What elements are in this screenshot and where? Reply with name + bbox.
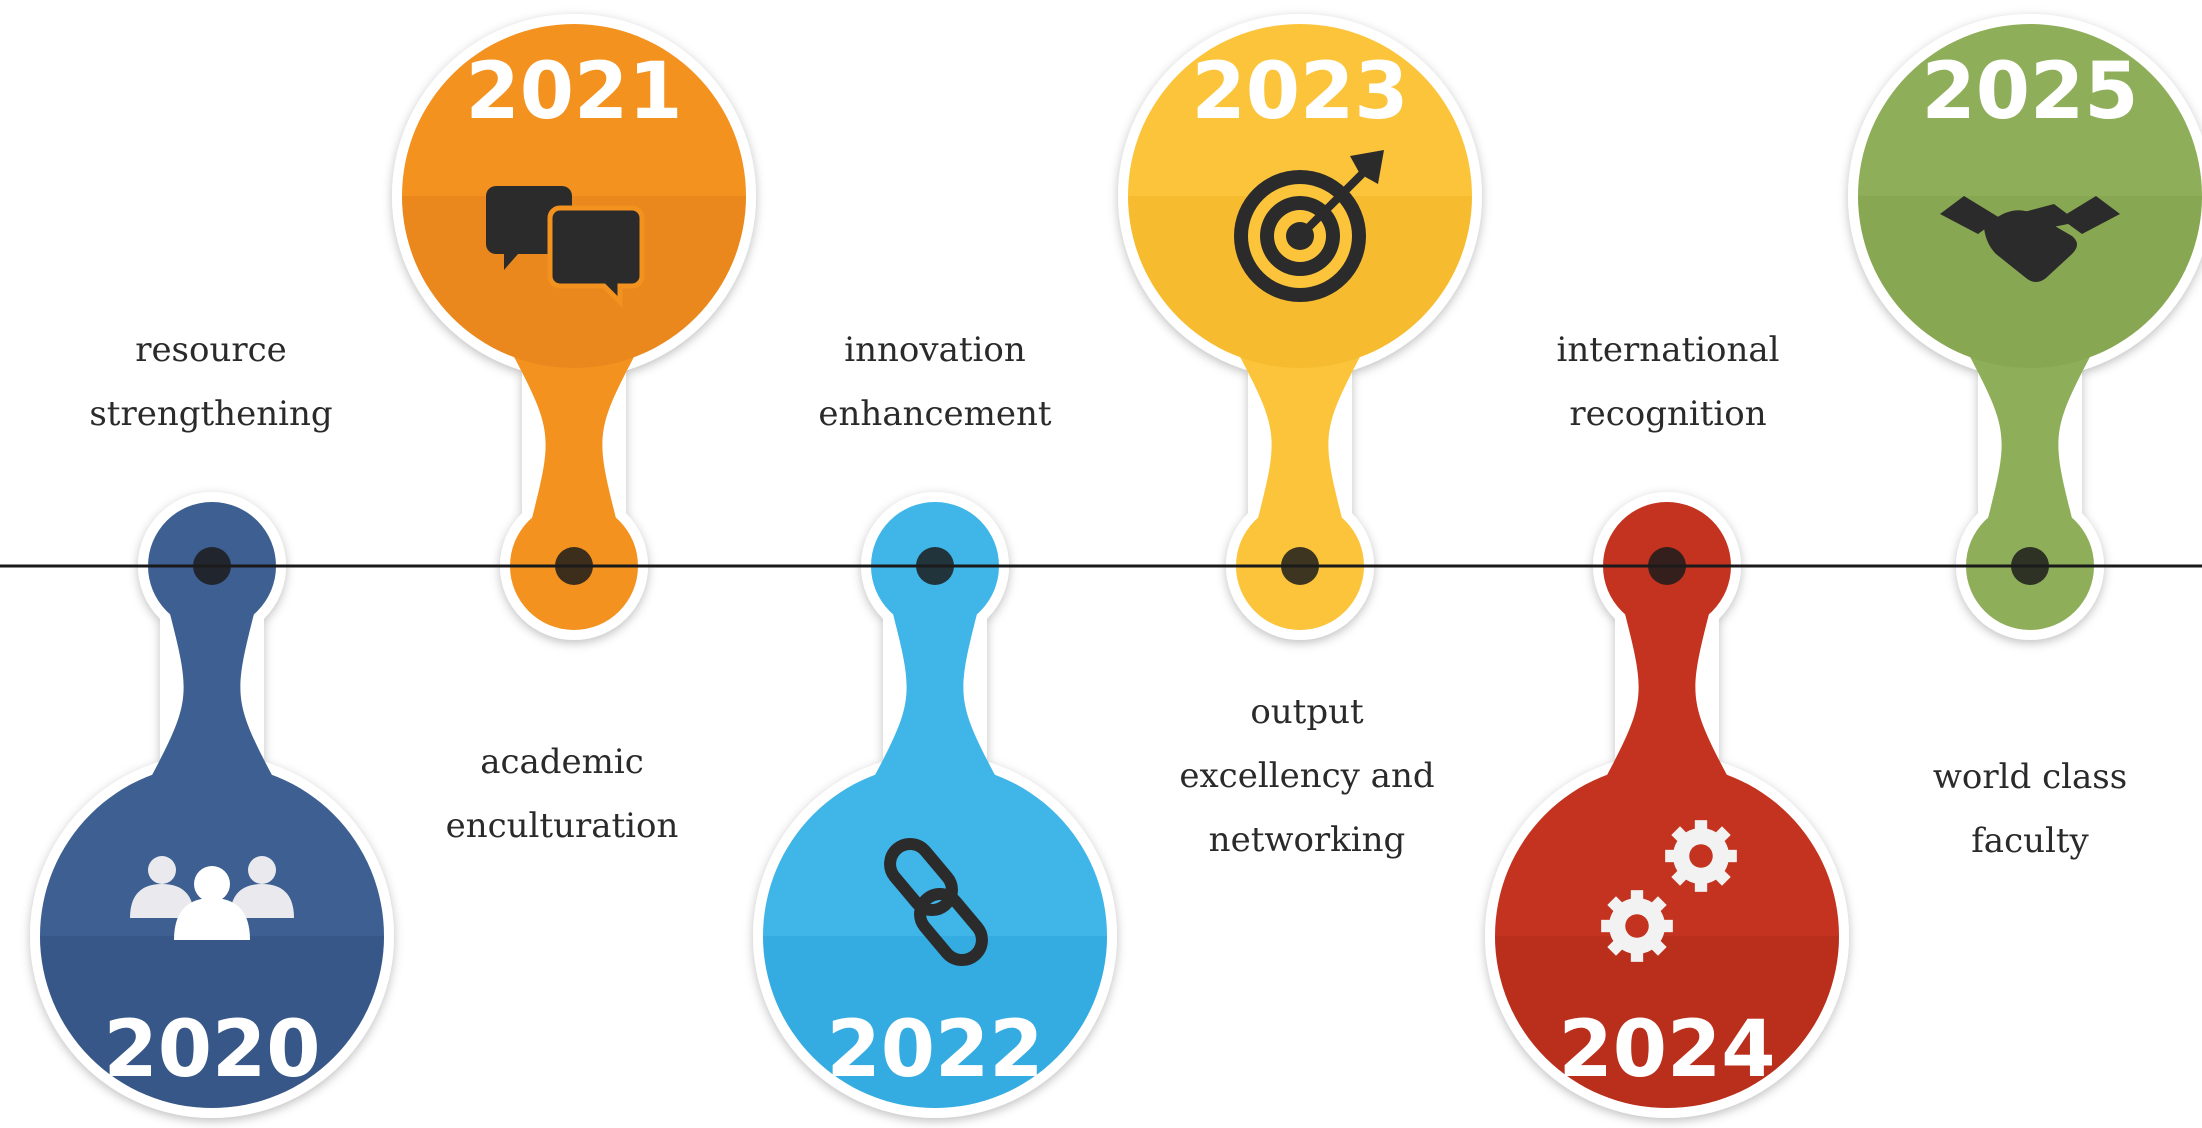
target-icon: [1234, 150, 1384, 302]
year-label-2025: 2025: [1921, 47, 2138, 137]
people-icon: [130, 856, 294, 940]
chain-link-icon: [884, 837, 988, 967]
year-label-2020: 2020: [103, 1005, 320, 1095]
year-label-2022: 2022: [826, 1005, 1043, 1095]
year-label-2021: 2021: [465, 47, 682, 137]
milestone-pin-2022: 2022: [753, 492, 1117, 1118]
timeline-node-2022: [916, 547, 954, 585]
milestone-pin-2020: 2020: [30, 492, 394, 1118]
chat-bubbles-icon: [486, 186, 645, 309]
milestone-pin-2023: 2023: [1118, 14, 1482, 640]
year-label-2023: 2023: [1191, 47, 1408, 137]
timeline-node-2024: [1648, 547, 1686, 585]
timeline-node-2020: [193, 547, 231, 585]
milestone-pin-2021: 2021: [392, 14, 756, 640]
timeline-node-2025: [2011, 547, 2049, 585]
gears-icon: [1601, 820, 1737, 962]
milestone-pin-2025: 2025: [1848, 14, 2202, 640]
milestone-pin-2024: 2024: [1485, 492, 1849, 1118]
timeline-node-2023: [1281, 547, 1319, 585]
handshake-icon: [1940, 196, 2120, 282]
timeline-node-2021: [555, 547, 593, 585]
year-label-2024: 2024: [1558, 1005, 1775, 1095]
